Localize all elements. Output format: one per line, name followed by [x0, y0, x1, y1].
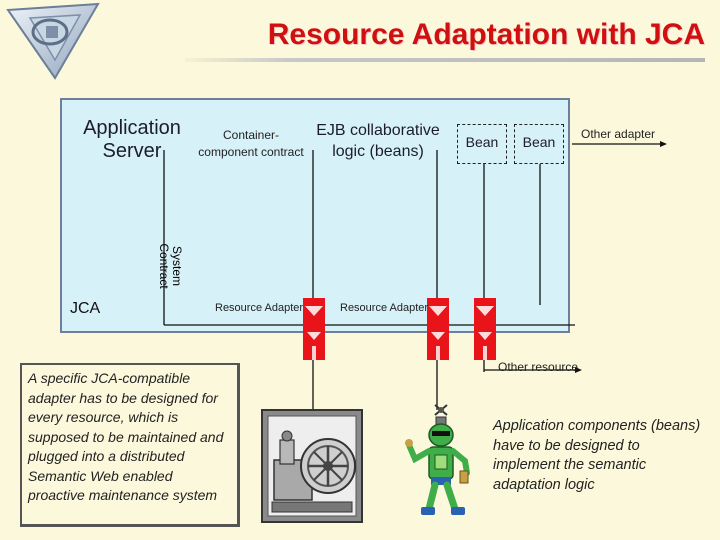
resource-adapter-plug	[474, 298, 496, 360]
application-server-label: Application Server	[83, 117, 181, 162]
arrow-right-icon	[660, 141, 667, 147]
other-adapter-label: Other adapter	[581, 127, 656, 141]
ejb-logic-label: EJB collaborative logic (beans)	[316, 122, 440, 160]
industrial-machine-icon	[261, 409, 363, 523]
jca-label: JCA	[70, 300, 101, 317]
application-components-note: Application components (beans) have to b…	[493, 418, 701, 493]
bean-box: Bean	[514, 124, 564, 164]
title-underline	[185, 58, 705, 62]
logo-icon	[0, 0, 110, 95]
resource-adapter-label: Resource Adapter	[215, 302, 304, 314]
slide-title: Resource Adaptation with JCA	[267, 18, 705, 51]
application-server-panel	[60, 98, 570, 333]
resource-adapter-plug	[427, 298, 449, 360]
resource-adapter-label: Resource Adapter	[340, 302, 429, 314]
arrow-right-icon	[575, 367, 582, 373]
jca-adapter-note: A specific JCA-compatible adapter has to…	[20, 363, 240, 527]
container-component-contract-label: Container-component contract	[198, 128, 304, 159]
robot-agent-icon	[405, 404, 470, 515]
bean-box: Bean	[457, 124, 507, 164]
other-resource-label: Other resource	[498, 360, 579, 374]
resource-adapter-plug	[303, 298, 325, 360]
